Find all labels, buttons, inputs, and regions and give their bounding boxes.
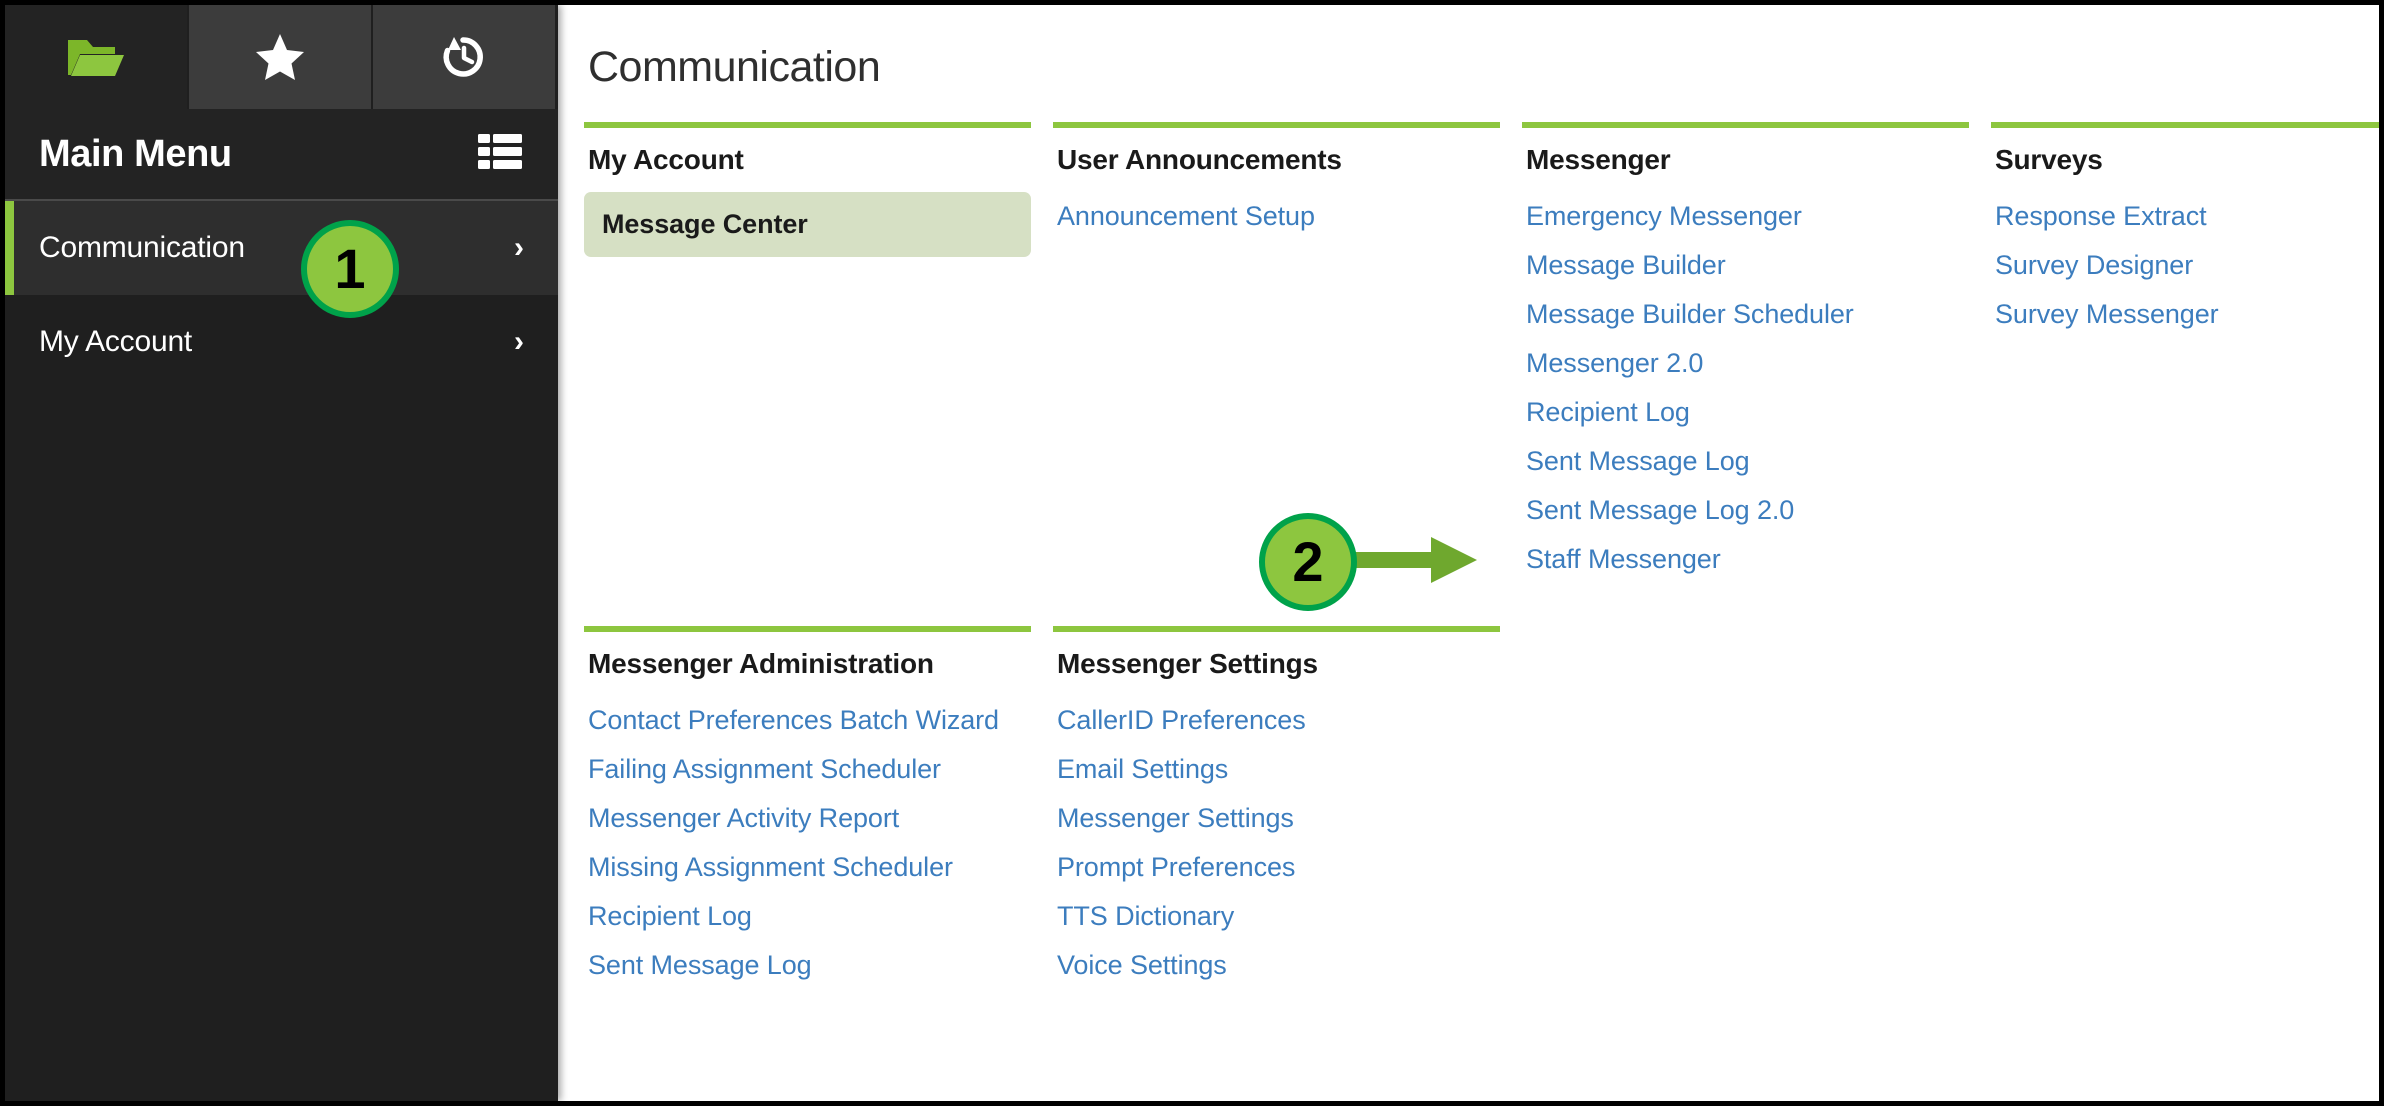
column-messenger-administration: Messenger Administration Contact Prefere…	[584, 626, 1031, 990]
tab-history[interactable]	[373, 5, 557, 109]
column-my-account: My Account Message Center	[584, 122, 1031, 584]
main-menu-title: Main Menu	[39, 132, 232, 175]
column-rule	[1522, 122, 1969, 128]
link-sent-message-log-2-0[interactable]: Sent Message Log 2.0	[1526, 495, 1795, 525]
sidebar-item-my-account[interactable]: My Account ›	[5, 295, 558, 389]
column-rule	[584, 626, 1031, 632]
link-message-builder-scheduler[interactable]: Message Builder Scheduler	[1526, 299, 1854, 329]
tab-favorites[interactable]	[189, 5, 373, 109]
link-tts-dictionary[interactable]: TTS Dictionary	[1057, 901, 1235, 931]
link-admin-recipient-log[interactable]: Recipient Log	[588, 901, 752, 931]
column-heading: User Announcements	[1057, 144, 1342, 175]
link-message-center[interactable]: Message Center	[584, 192, 1031, 257]
column-empty-4	[1991, 626, 2379, 990]
tab-folder[interactable]	[5, 5, 189, 109]
column-heading: Surveys	[1995, 144, 2103, 175]
sidebar-item-communication[interactable]: Communication ›	[5, 201, 558, 295]
annotation-arrow-icon	[1353, 531, 1479, 594]
chevron-right-icon: ›	[514, 325, 524, 358]
link-voice-settings[interactable]: Voice Settings	[1057, 950, 1227, 980]
menu-grid-row-1: My Account Message Center User Announcem…	[584, 122, 2379, 584]
list-view-icon[interactable]	[478, 133, 522, 175]
link-messenger-2-0[interactable]: Messenger 2.0	[1526, 348, 1704, 378]
annotation-badge-2: 2	[1259, 513, 1357, 611]
star-icon	[254, 32, 306, 82]
column-rule	[584, 122, 1031, 128]
column-user-announcements: User Announcements Announcement Setup	[1053, 122, 1500, 584]
sidebar-tabbar	[5, 5, 558, 109]
link-staff-messenger[interactable]: Staff Messenger	[1526, 544, 1721, 574]
column-messenger: Messenger Emergency Messenger Message Bu…	[1522, 122, 1969, 584]
column-empty-3	[1522, 626, 1969, 990]
link-admin-sent-message-log[interactable]: Sent Message Log	[588, 950, 812, 980]
chevron-right-icon: ›	[514, 231, 524, 264]
link-callerid-preferences[interactable]: CallerID Preferences	[1057, 705, 1306, 735]
history-clock-icon	[438, 32, 490, 82]
main-menu-bar: Main Menu	[5, 109, 558, 201]
link-sent-message-log[interactable]: Sent Message Log	[1526, 446, 1750, 476]
annotation-badge-1: 1	[301, 220, 399, 318]
annotation-group-2: 2	[1259, 513, 1479, 611]
folder-open-icon	[65, 34, 127, 80]
page-title: Communication	[588, 43, 881, 91]
column-heading: My Account	[588, 144, 744, 175]
column-messenger-settings: Messenger Settings CallerID Preferences …	[1053, 626, 1500, 990]
link-response-extract[interactable]: Response Extract	[1995, 201, 2207, 231]
column-rule	[1053, 626, 1500, 632]
link-survey-messenger[interactable]: Survey Messenger	[1995, 299, 2219, 329]
column-links: Contact Preferences Batch Wizard Failing…	[584, 696, 1031, 990]
column-rule	[1991, 626, 2379, 632]
link-message-builder[interactable]: Message Builder	[1526, 250, 1726, 280]
column-heading: Messenger Administration	[588, 648, 934, 679]
sidebar-item-label: Communication	[39, 231, 245, 264]
column-rule	[1053, 122, 1500, 128]
sidebar-item-label: My Account	[39, 325, 193, 358]
sidebar: Main Menu Communication › My Account ›	[5, 5, 558, 1101]
main-content: Communication My Account Message Center …	[558, 5, 2379, 1101]
link-messenger-settings[interactable]: Messenger Settings	[1057, 803, 1294, 833]
column-links: Response Extract Survey Designer Survey …	[1991, 192, 2379, 339]
column-links: CallerID Preferences Email Settings Mess…	[1053, 696, 1500, 990]
column-links: Announcement Setup	[1053, 192, 1500, 241]
column-links: Emergency Messenger Message Builder Mess…	[1522, 192, 1969, 584]
column-heading: Messenger	[1526, 144, 1671, 175]
column-heading: Messenger Settings	[1057, 648, 1318, 679]
link-survey-designer[interactable]: Survey Designer	[1995, 250, 2194, 280]
link-announcement-setup[interactable]: Announcement Setup	[1057, 201, 1315, 231]
link-prompt-preferences[interactable]: Prompt Preferences	[1057, 852, 1296, 882]
link-recipient-log[interactable]: Recipient Log	[1526, 397, 1690, 427]
link-email-settings[interactable]: Email Settings	[1057, 754, 1229, 784]
column-surveys: Surveys Response Extract Survey Designer…	[1991, 122, 2379, 584]
sidebar-nav-list: Communication › My Account ›	[5, 201, 558, 1101]
link-messenger-activity-report[interactable]: Messenger Activity Report	[588, 803, 900, 833]
column-rule	[1522, 626, 1969, 632]
column-links: Message Center	[584, 192, 1031, 257]
link-emergency-messenger[interactable]: Emergency Messenger	[1526, 201, 1802, 231]
column-rule	[1991, 122, 2379, 128]
link-failing-assignment-scheduler[interactable]: Failing Assignment Scheduler	[588, 754, 941, 784]
link-missing-assignment-scheduler[interactable]: Missing Assignment Scheduler	[588, 852, 953, 882]
menu-grid-row-2: Messenger Administration Contact Prefere…	[584, 626, 2379, 990]
link-contact-preferences-batch-wizard[interactable]: Contact Preferences Batch Wizard	[588, 705, 999, 735]
